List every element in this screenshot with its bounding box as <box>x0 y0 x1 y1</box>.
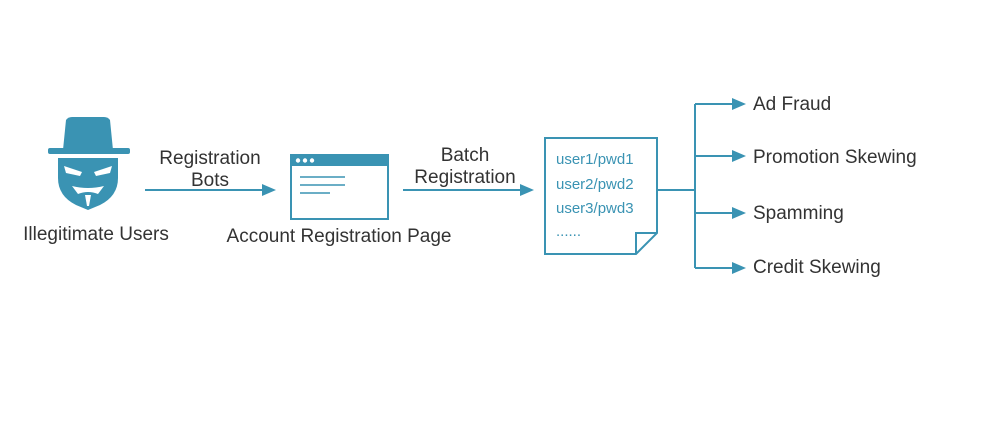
registration-bots-line-2: Bots <box>190 170 230 191</box>
credentials-document-icon <box>544 137 658 255</box>
branch-arrowheads <box>732 98 746 274</box>
credential-line-ellipsis: ...... <box>556 223 582 240</box>
batch-registration-line-1: Batch <box>440 145 490 166</box>
arrow-registration-bots <box>145 184 276 196</box>
arrow-batch-registration <box>403 184 534 196</box>
credential-line: user2/pwd2 <box>556 176 634 193</box>
outcome-ad-fraud: Ad Fraud <box>753 94 832 115</box>
credential-line: user1/pwd1 <box>556 151 634 168</box>
outcome-spamming: Spamming <box>753 203 844 224</box>
illegitimate-users-label: Illegitimate Users <box>23 224 169 245</box>
batch-registration-label: Batch Registration <box>414 145 515 189</box>
credential-line: user3/pwd3 <box>556 200 634 217</box>
branch-connectors <box>657 103 734 269</box>
hacker-face-details <box>64 166 112 206</box>
browser-window-icon <box>290 154 389 220</box>
account-registration-page-label: Account Registration Page <box>226 226 452 247</box>
registration-bots-line-1: Registration <box>159 148 261 169</box>
registration-bots-label: Registration Bots <box>159 148 260 192</box>
outcome-credit-skewing: Credit Skewing <box>753 257 881 278</box>
outcome-promotion-skewing: Promotion Skewing <box>753 147 917 168</box>
batch-registration-line-2: Registration <box>414 167 516 188</box>
